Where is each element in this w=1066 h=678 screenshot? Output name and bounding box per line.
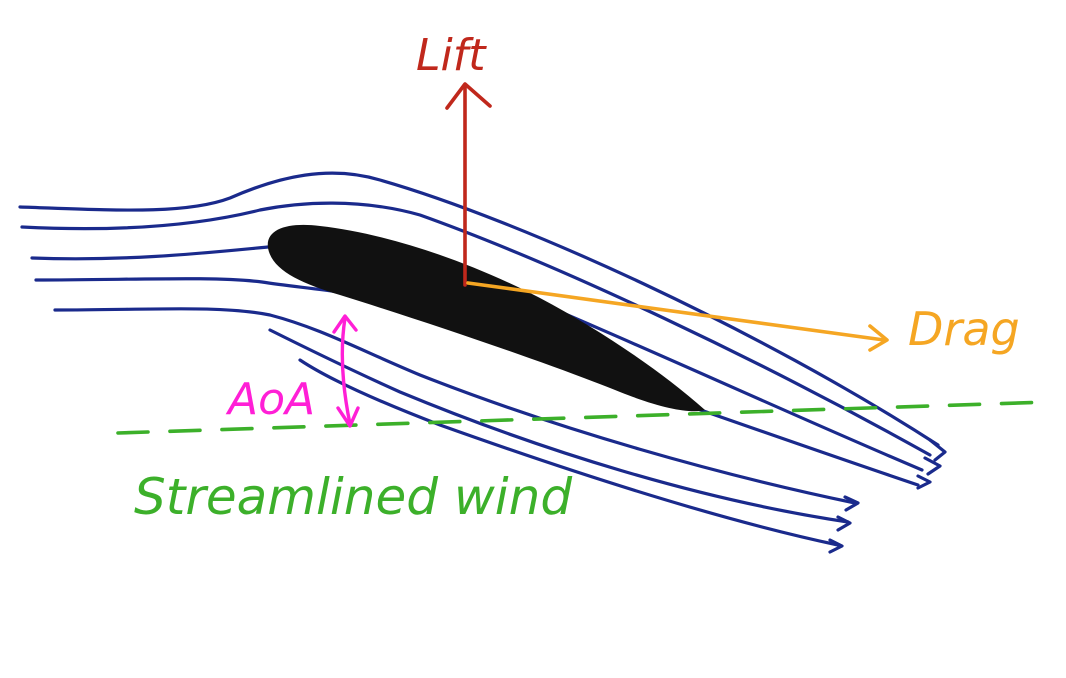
wind-label: Streamlined wind — [134, 468, 572, 526]
streamline-5 — [53, 307, 857, 505]
drag-arrow — [466, 281, 889, 352]
lift-arrow — [445, 82, 492, 287]
aoa-arrow — [332, 314, 360, 428]
streamline-2 — [20, 201, 932, 457]
lift-label: Lift — [416, 30, 487, 81]
streamline-1 — [18, 171, 940, 447]
streamline-6 — [268, 328, 850, 524]
wind-reference-line — [116, 400, 1050, 435]
streamline-arrow-lower — [828, 495, 860, 554]
streamline-7 — [298, 358, 840, 547]
streamline-arrow-upper — [916, 438, 947, 490]
aoa-label: AoA — [225, 374, 315, 425]
drag-label: Drag — [908, 302, 1020, 356]
airfoil-shape — [267, 224, 705, 412]
